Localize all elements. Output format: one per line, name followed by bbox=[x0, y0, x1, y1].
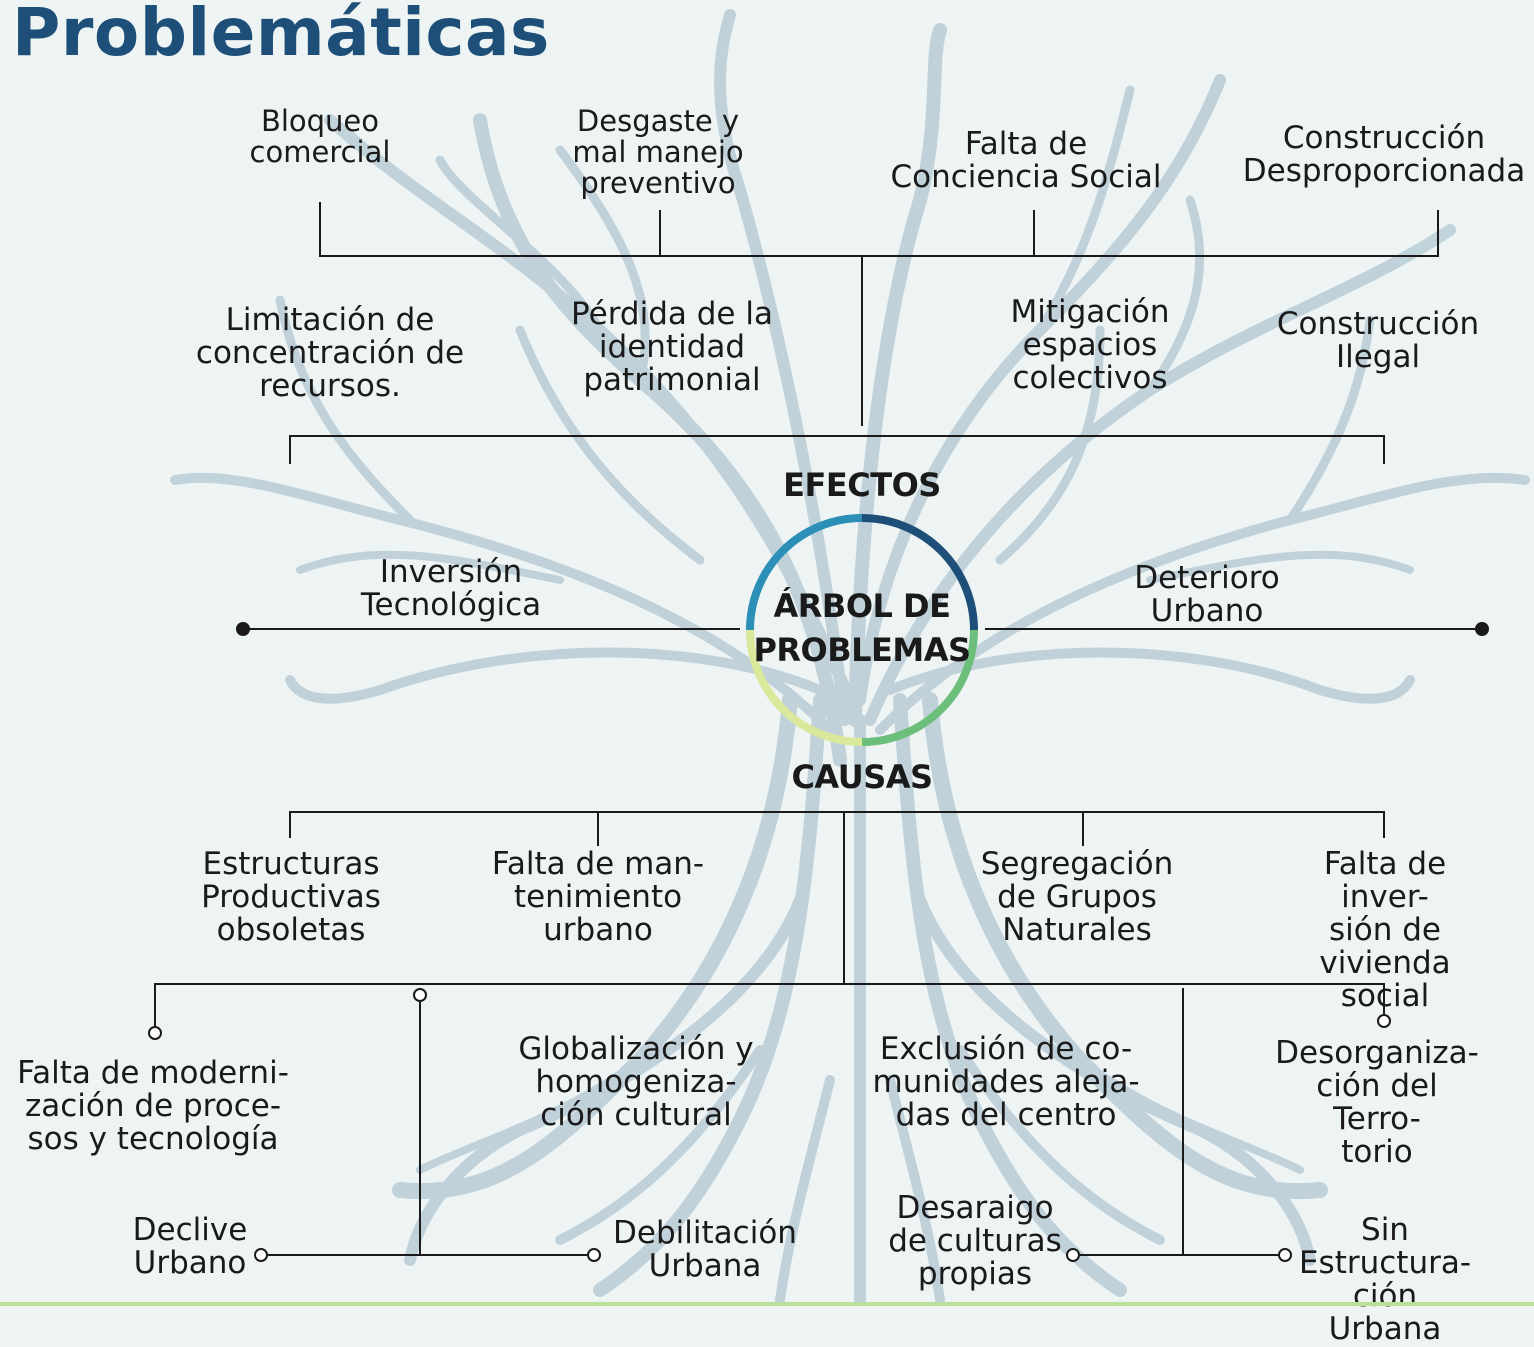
effect-construccion-ilegal: Construcción Ilegal bbox=[1276, 306, 1480, 375]
open-endpoints bbox=[148, 988, 1391, 1262]
center-ring bbox=[746, 514, 978, 746]
cause-falta-inversion-vivienda: Falta de inver- sión de vivienda social bbox=[1319, 846, 1451, 1014]
cause-debilitacion-urbana: Debilitación Urbana bbox=[613, 1215, 797, 1284]
open-dot bbox=[1377, 1014, 1391, 1028]
cause-desorganizacion: Desorganiza- ción del Terro- torio bbox=[1275, 1035, 1479, 1170]
effect-bloqueo-comercial: Bloqueo comercial bbox=[249, 104, 391, 169]
cause-falta-modernizacion: Falta de moderni- zación de proce- sos y… bbox=[17, 1055, 289, 1157]
open-dot bbox=[148, 1026, 162, 1040]
cause-estructuras-obsoletas: Estructuras Productivas obsoletas bbox=[201, 846, 381, 948]
center-title: ÁRBOL DE PROBLEMAS bbox=[753, 587, 971, 669]
effect-mitigacion-espacios: Mitigación espacios colectivos bbox=[1010, 294, 1170, 396]
effect-desgaste: Desgaste y mal manejo preventivo bbox=[572, 104, 744, 200]
cause-falta-mantenimiento: Falta de man- tenimiento urbano bbox=[491, 846, 705, 948]
cause-sin-estructuracion: Sin Estructura- ción Urbana bbox=[1298, 1212, 1472, 1347]
section-causas: CAUSAS bbox=[791, 758, 933, 796]
open-dot bbox=[1278, 1248, 1292, 1262]
open-dot bbox=[587, 1248, 601, 1262]
ring-segment bbox=[861, 514, 978, 631]
effect-falta-conciencia: Falta de Conciencia Social bbox=[890, 126, 1162, 195]
ring-segment bbox=[746, 514, 863, 631]
page-title: Problemáticas bbox=[12, 0, 550, 71]
cause-desaraigo: Desaraigo de culturas propias bbox=[888, 1190, 1062, 1292]
left-endpoint-dot bbox=[236, 622, 250, 636]
tree-background bbox=[148, 9, 1530, 1306]
effect-perdida-identidad: Pérdida de la identidad patrimonial bbox=[571, 296, 773, 398]
ring-segment bbox=[861, 629, 978, 746]
open-dot bbox=[254, 1248, 268, 1262]
bottom-accent-stripe bbox=[0, 1302, 1534, 1306]
cause-segregacion: Segregación de Grupos Naturales bbox=[980, 846, 1174, 948]
connector-lines bbox=[154, 202, 1482, 1256]
open-dot bbox=[413, 988, 427, 1002]
section-efectos: EFECTOS bbox=[783, 466, 941, 504]
side-label-deterioro: Deterioro Urbano bbox=[1134, 560, 1280, 629]
ring-segment bbox=[746, 629, 863, 746]
right-endpoint-dot bbox=[1475, 622, 1489, 636]
side-label-inversion: Inversión Tecnológica bbox=[360, 554, 542, 623]
cause-globalizacion: Globalización y homogeniza- ción cultura… bbox=[518, 1031, 754, 1133]
tree-branches bbox=[170, 9, 1530, 1306]
open-dot bbox=[1066, 1248, 1080, 1262]
cause-exclusion: Exclusión de co- munidades aleja- das de… bbox=[872, 1031, 1140, 1133]
effect-construccion-desproporcionada: Construcción Desproporcionada bbox=[1242, 120, 1526, 189]
cause-declive-urbano: Declive Urbano bbox=[132, 1212, 248, 1281]
endpoint-dots bbox=[236, 622, 1489, 636]
effect-limitacion-recursos: Limitación de concentración de recursos. bbox=[195, 302, 465, 404]
